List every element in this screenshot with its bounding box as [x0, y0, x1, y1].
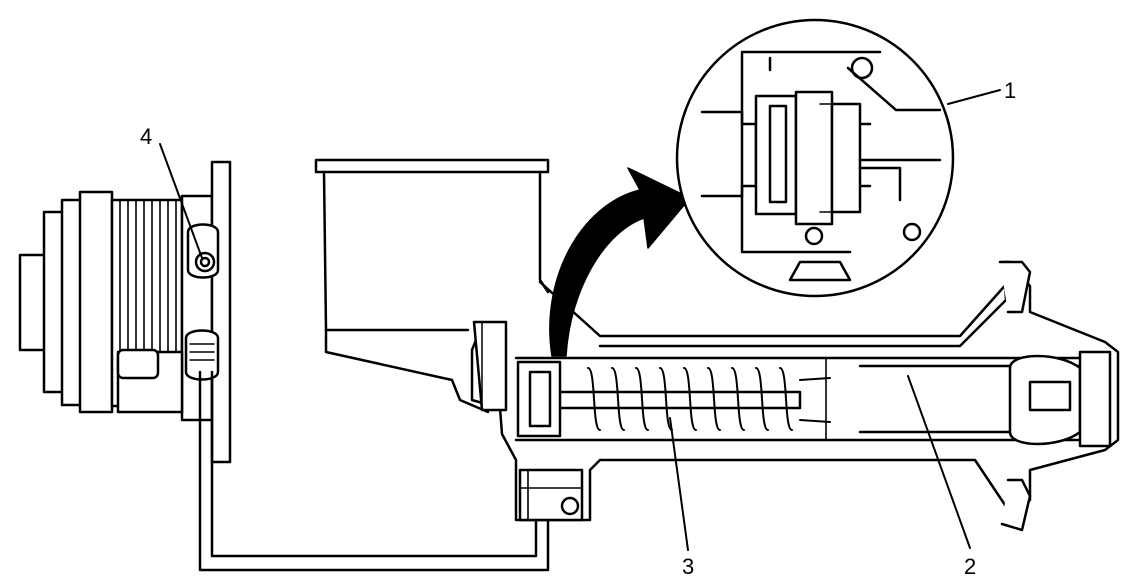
clutch-flywheel-assembly: [18, 160, 232, 464]
master-cylinder-body: [470, 260, 1120, 532]
hydraulic-line: [198, 370, 550, 572]
leader-1: [947, 89, 1001, 105]
callout-3: 3: [682, 554, 694, 579]
callout-1: 1: [1004, 78, 1016, 103]
leader-4: [159, 143, 203, 259]
leader-3: [669, 417, 689, 551]
leader-2: [907, 375, 971, 549]
callout-4: 4: [140, 124, 152, 149]
fluid-reservoir: [314, 158, 1012, 414]
detail-magnified-view: [675, 18, 955, 298]
detail-callout-arrow: [549, 167, 691, 357]
leader-lines: [159, 89, 1001, 551]
callout-2: 2: [964, 554, 976, 579]
